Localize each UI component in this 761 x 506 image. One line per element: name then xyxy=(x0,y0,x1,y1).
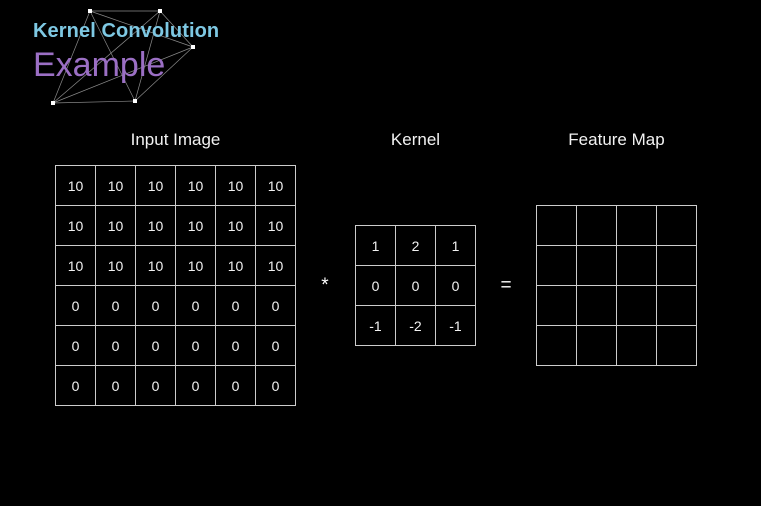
grid-cell: 10 xyxy=(256,246,296,286)
grid-cell: 1 xyxy=(356,226,396,266)
grid-cell: 10 xyxy=(176,166,216,206)
grid-cell: 0 xyxy=(256,326,296,366)
grid-cell xyxy=(577,326,617,366)
page-title: Kernel Convolution xyxy=(33,20,220,42)
grid-cell: 0 xyxy=(136,286,176,326)
grid-cell xyxy=(537,246,577,286)
grid-cell: 0 xyxy=(216,326,256,366)
grid-cell: 0 xyxy=(56,366,96,406)
grid-cell xyxy=(537,206,577,246)
grid-cell xyxy=(537,326,577,366)
grid-cell: 0 xyxy=(176,326,216,366)
page-subtitle: Example xyxy=(33,46,166,84)
grid-cell: 0 xyxy=(96,366,136,406)
grid-cell: 0 xyxy=(176,286,216,326)
grid-cell: 10 xyxy=(176,206,216,246)
feature-map-header: Feature Map xyxy=(568,130,665,149)
grid-cell: 10 xyxy=(56,166,96,206)
grid-cell: 0 xyxy=(256,286,296,326)
grid-cell: 10 xyxy=(256,206,296,246)
grid-cell: 10 xyxy=(136,206,176,246)
grid-cell: 2 xyxy=(396,226,436,266)
grid-cell: 10 xyxy=(256,166,296,206)
input-image-header: Input Image xyxy=(130,130,221,149)
grid-cell: 10 xyxy=(216,166,256,206)
grid-cell: -1 xyxy=(356,306,396,346)
grid-cell xyxy=(537,286,577,326)
grid-cell: 0 xyxy=(56,326,96,366)
equals-operator: = xyxy=(500,275,512,296)
grid-cell: 0 xyxy=(96,326,136,366)
grid-cell: 10 xyxy=(96,206,136,246)
grid-cell: 1 xyxy=(436,226,476,266)
grid-cell: 10 xyxy=(56,246,96,286)
grid-cell: -1 xyxy=(436,306,476,346)
grid-cell: 0 xyxy=(396,266,436,306)
grid-cell xyxy=(617,326,657,366)
grid-cell: 0 xyxy=(136,366,176,406)
grid-cell xyxy=(617,206,657,246)
grid-cell: 10 xyxy=(56,206,96,246)
grid-cell: 0 xyxy=(176,366,216,406)
grid-cell: -2 xyxy=(396,306,436,346)
grid-cell xyxy=(577,206,617,246)
grid-cell: 0 xyxy=(216,366,256,406)
grid-cell: 10 xyxy=(96,246,136,286)
grid-cell: 10 xyxy=(96,166,136,206)
title-block: Kernel Convolution Example xyxy=(33,18,453,85)
grid-cell xyxy=(657,326,697,366)
grid-cell xyxy=(657,246,697,286)
grid-cell: 10 xyxy=(216,206,256,246)
grid-cell: 10 xyxy=(136,246,176,286)
grid-cell: 0 xyxy=(136,326,176,366)
grid-cell: 10 xyxy=(216,246,256,286)
grid-cell: 0 xyxy=(356,266,396,306)
feature-map-grid xyxy=(536,205,697,366)
grid-cell: 0 xyxy=(256,366,296,406)
grid-cell: 0 xyxy=(56,286,96,326)
kernel-header: Kernel xyxy=(390,130,441,149)
grid-cell xyxy=(577,286,617,326)
convolution-operator: * xyxy=(321,275,329,296)
grid-cell xyxy=(617,286,657,326)
grid-cell xyxy=(657,286,697,326)
grid-cell: 0 xyxy=(96,286,136,326)
grid-cell: 0 xyxy=(216,286,256,326)
grid-cell xyxy=(617,246,657,286)
grid-cell xyxy=(577,246,617,286)
grid-cell: 10 xyxy=(136,166,176,206)
grid-cell: 0 xyxy=(436,266,476,306)
grid-cell xyxy=(657,206,697,246)
grid-cell: 10 xyxy=(176,246,216,286)
